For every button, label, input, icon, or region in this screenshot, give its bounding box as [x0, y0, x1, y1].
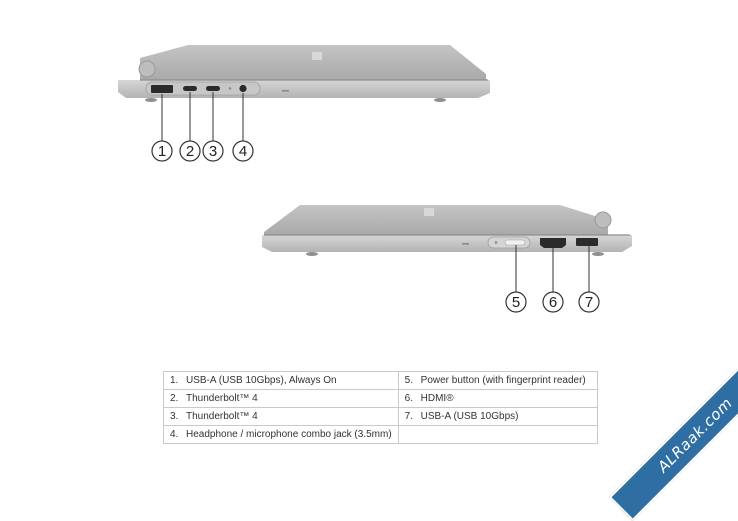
laptop-lid — [140, 45, 486, 80]
callout-circle — [505, 291, 527, 313]
table-row: 2.Thunderbolt™ 4 6.HDMI® — [163, 389, 599, 408]
callout-circle — [578, 291, 600, 313]
usb-a-port — [576, 238, 598, 246]
laptop-left-side — [118, 45, 490, 102]
callout-circle — [179, 140, 201, 162]
logo-mark — [312, 52, 322, 60]
usb-a-port — [151, 85, 173, 93]
status-led — [228, 87, 232, 90]
table-cell — [397, 425, 599, 444]
foot — [434, 98, 446, 102]
laptop-side-views: 1 2 3 4 5 6 7 — [118, 45, 632, 313]
callout-4: 4 — [239, 143, 247, 160]
callout-circle — [202, 140, 224, 162]
thunderbolt-port-2 — [206, 86, 220, 91]
table-row: 4.Headphone / microphone combo jack (3.5… — [163, 425, 599, 444]
table-row: 1.USB-A (USB 10Gbps), Always On 5.Power … — [163, 371, 599, 390]
left-callout-lines — [161, 92, 244, 141]
callout-6: 6 — [549, 294, 557, 311]
laptop-lid — [264, 205, 608, 235]
callout-7: 7 — [585, 294, 593, 311]
callout-circle — [542, 291, 564, 313]
foot — [145, 98, 157, 102]
callout-3: 3 — [209, 143, 217, 160]
table-cell: 5.Power button (with fingerprint reader) — [397, 371, 599, 390]
table-cell: 1.USB-A (USB 10Gbps), Always On — [163, 371, 399, 390]
table-cell: 4.Headphone / microphone combo jack (3.5… — [163, 425, 399, 444]
foot — [592, 252, 604, 256]
logo-mark — [424, 208, 434, 216]
table-cell: 2.Thunderbolt™ 4 — [163, 389, 399, 408]
hinge — [138, 60, 156, 78]
callout-circle — [151, 140, 173, 162]
laptop-base — [262, 235, 632, 252]
table-row: 3.Thunderbolt™ 4 7.USB-A (USB 10Gbps) — [163, 407, 599, 426]
thunderbolt-port-1 — [183, 86, 197, 91]
hdmi-port — [540, 238, 566, 248]
hinge — [594, 211, 612, 229]
right-callout-lines — [515, 245, 590, 292]
audio-jack — [239, 84, 247, 93]
callout-circle — [232, 140, 254, 162]
table-cell: 7.USB-A (USB 10Gbps) — [397, 407, 599, 426]
ports-table: 1.USB-A (USB 10Gbps), Always On 5.Power … — [163, 371, 599, 444]
callout-5: 5 — [512, 294, 520, 311]
laptop-right-side — [262, 205, 632, 256]
table-cell: 3.Thunderbolt™ 4 — [163, 407, 399, 426]
callout-2: 2 — [186, 143, 194, 160]
port-panel — [145, 81, 261, 96]
callout-1: 1 — [158, 143, 166, 160]
foot — [306, 252, 318, 256]
table-cell: 6.HDMI® — [397, 389, 599, 408]
